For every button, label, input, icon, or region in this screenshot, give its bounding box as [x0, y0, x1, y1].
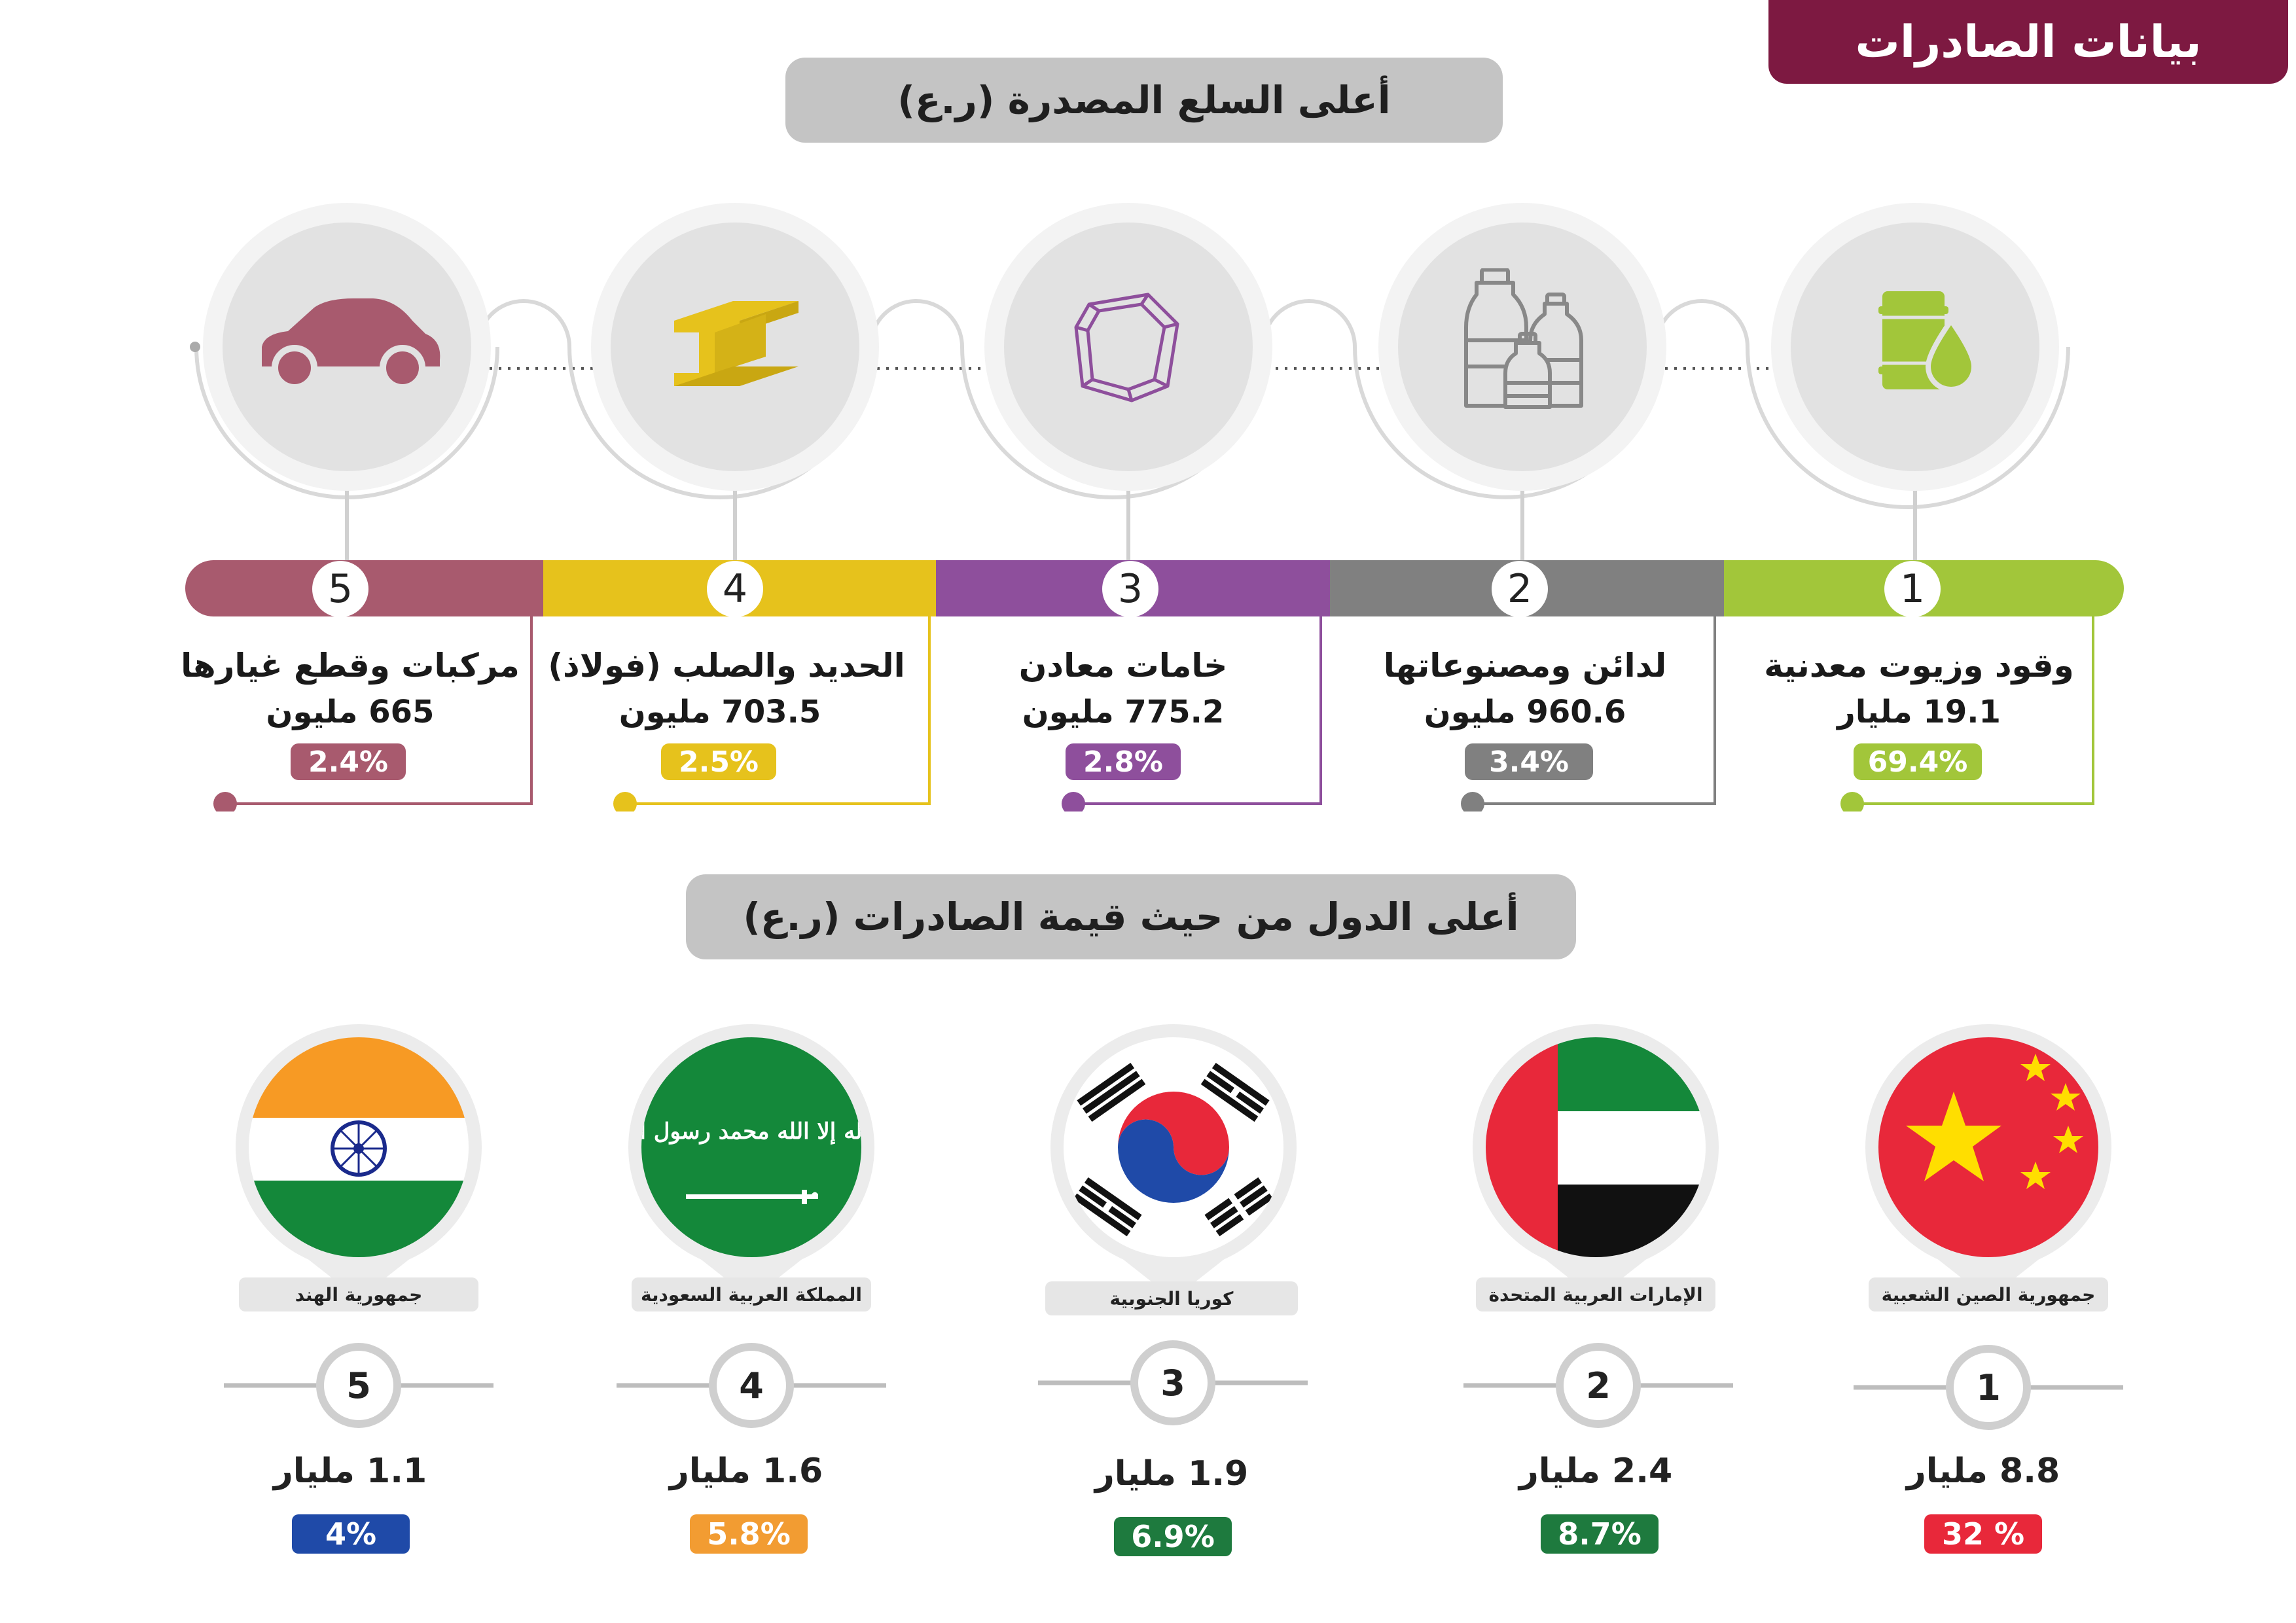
country-name-5: جمهورية الهند — [239, 1277, 478, 1311]
saudi-flag-text: لا إله إلا الله محمد رسول الله — [614, 1118, 889, 1145]
commodity-rank-5: 5 — [312, 561, 368, 617]
commodity-value-2: 960.6 مليون — [1424, 694, 1626, 730]
country-value-3: 1.9 مليار — [1094, 1454, 1249, 1493]
steel-beam-icon — [674, 301, 798, 386]
page-title: بيانات الصادرات — [1855, 16, 2202, 68]
country-value-2: 2.4 مليار — [1518, 1452, 1673, 1491]
country-flags-graphic: لا إله إلا الله محمد رسول الله — [236, 1024, 2111, 1299]
commodity-share-5: 2.4% — [291, 743, 406, 780]
commodity-value-4: 703.5 مليون — [619, 694, 821, 730]
country-share-4: 5.8% — [690, 1514, 808, 1554]
country-share-1: 32 % — [1924, 1514, 2042, 1554]
commodity-value-5: 665 مليون — [266, 694, 435, 730]
car-icon — [262, 298, 440, 391]
country-rank-2: 2 — [1556, 1343, 1641, 1428]
commodity-name-4: الحديد والصلب (فولاذ) — [548, 647, 905, 685]
countries-section-title: أعلى الدول من حيث قيمة الصادرات (ر.ع) — [686, 874, 1576, 959]
commodity-share-4: 2.5% — [661, 743, 776, 780]
rank-bar-segment-5 — [185, 560, 552, 616]
plastic-bottles-icon — [1464, 268, 1583, 409]
country-rank-3: 3 — [1130, 1340, 1215, 1425]
page-title-badge: بيانات الصادرات — [1768, 0, 2288, 84]
commodity-value-1: 19.1 مليار — [1837, 694, 2001, 730]
south-korea-flag-icon — [1064, 1037, 1283, 1257]
country-name-1: جمهورية الصين الشعبية — [1869, 1277, 2108, 1311]
country-share-2: 8.7% — [1541, 1514, 1659, 1554]
commodities-title-text: أعلى السلع المصدرة (ر.ع) — [897, 78, 1391, 122]
countries-title-text: أعلى الدول من حيث قيمة الصادرات (ر.ع) — [743, 895, 1519, 939]
country-name-4: المملكة العربية السعودية — [632, 1277, 871, 1311]
commodity-share-2: 3.4% — [1465, 743, 1593, 780]
commodity-rank-2: 2 — [1492, 561, 1548, 617]
commodities-section-title: أعلى السلع المصدرة (ر.ع) — [785, 58, 1503, 143]
commodity-name-2: لدائن ومصنوعاتها — [1383, 647, 1667, 685]
country-value-4: 1.6 مليار — [669, 1452, 823, 1491]
country-share-3: 6.9% — [1114, 1517, 1232, 1556]
commodity-bracket-lines — [213, 615, 2094, 812]
mineral-ore-icon — [1074, 293, 1179, 402]
oil-barrel-icon — [1878, 291, 1977, 392]
china-flag-icon — [1878, 1037, 2098, 1257]
saudi-flag-icon: لا إله إلا الله محمد رسول الله — [614, 1037, 889, 1257]
country-name-2: الإمارات العربية المتحدة — [1476, 1277, 1715, 1311]
commodity-value-3: 775.2 مليون — [1022, 694, 1225, 730]
commodity-share-3: 2.8% — [1066, 743, 1181, 780]
country-name-3: كوريا الجنوبية — [1045, 1281, 1298, 1315]
commodity-share-1: 69.4% — [1854, 743, 1982, 780]
commodity-rank-4: 4 — [707, 561, 763, 617]
country-value-5: 1.1 مليار — [273, 1452, 427, 1491]
commodity-name-5: مركبات وقطع غيارها — [181, 647, 520, 685]
commodity-rank-3: 3 — [1102, 561, 1158, 617]
country-rank-4: 4 — [709, 1343, 794, 1428]
commodity-rank-1: 1 — [1884, 561, 1941, 617]
country-rank-5: 5 — [316, 1343, 401, 1428]
commodity-name-1: وقود وزيوت معدنية — [1764, 647, 2074, 685]
country-share-5: 4% — [292, 1514, 410, 1554]
commodity-name-3: خامات معادن — [1018, 647, 1228, 685]
country-rank-1: 1 — [1946, 1345, 2031, 1430]
country-value-1: 8.8 مليار — [1906, 1452, 2060, 1491]
